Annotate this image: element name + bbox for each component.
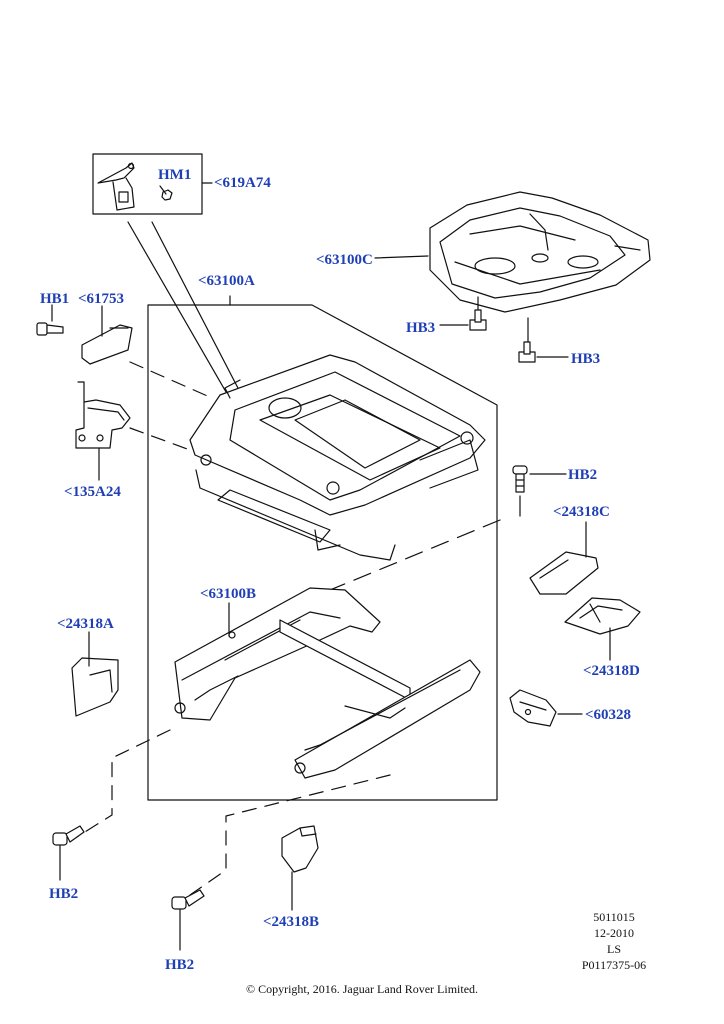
meta-code: 5011015 bbox=[593, 910, 635, 924]
meta-date: 12-2010 bbox=[594, 926, 634, 940]
hb3-bolt-top bbox=[469, 309, 487, 331]
copyright-notice: © Copyright, 2016. Jaguar Land Rover Lim… bbox=[245, 982, 479, 996]
assembly-frame bbox=[147, 304, 498, 801]
callout-hb2-bottom-left[interactable]: HB2 bbox=[49, 886, 79, 902]
callout-61753[interactable]: <61753 bbox=[78, 291, 125, 307]
trim-61753 bbox=[81, 324, 133, 365]
hb2-bolt-right bbox=[512, 465, 528, 493]
callout-hb1[interactable]: HB1 bbox=[40, 291, 70, 307]
callout-hb3-right[interactable]: HB3 bbox=[571, 351, 601, 367]
hb1-bolt bbox=[36, 322, 64, 336]
callout-135a24[interactable]: <135A24 bbox=[64, 484, 121, 500]
meta-illustration-id: P0117375-06 bbox=[581, 958, 647, 972]
callout-24318d[interactable]: <24318D bbox=[583, 663, 640, 679]
callout-24318b[interactable]: <24318B bbox=[263, 914, 320, 930]
cushion-pan-part bbox=[429, 191, 651, 313]
hb3-bolt-right bbox=[518, 341, 536, 363]
seat-frame-part bbox=[189, 354, 486, 561]
lower-frame-part bbox=[174, 587, 481, 779]
hb2-bolt-bottom-mid bbox=[171, 889, 205, 910]
cover-24318c bbox=[529, 551, 599, 595]
callout-24318a[interactable]: <24318A bbox=[57, 616, 114, 632]
callout-hb2-right[interactable]: HB2 bbox=[568, 467, 598, 483]
callout-60328[interactable]: <60328 bbox=[585, 707, 632, 723]
callout-hm1[interactable]: HM1 bbox=[158, 167, 192, 183]
callout-hb3-top[interactable]: HB3 bbox=[406, 320, 436, 336]
callout-hb2-bottom-mid[interactable]: HB2 bbox=[165, 957, 195, 973]
callout-63100b[interactable]: <63100B bbox=[200, 586, 257, 602]
callout-63100a[interactable]: <63100A bbox=[198, 273, 255, 289]
bracket-135a24 bbox=[75, 381, 131, 449]
meta-model: LS bbox=[606, 942, 621, 956]
cover-24318b bbox=[281, 825, 319, 873]
callout-619a74[interactable]: <619A74 bbox=[214, 175, 271, 191]
cover-24318d bbox=[564, 597, 641, 635]
diagram-meta-block: 5011015 12-2010 LS P0117375-06 bbox=[572, 909, 656, 973]
callout-24318c[interactable]: <24318C bbox=[553, 504, 610, 520]
inset-box bbox=[92, 153, 213, 215]
hb2-bolt-bottom-left bbox=[52, 825, 85, 846]
trim-24318a bbox=[71, 657, 119, 717]
callout-63100c[interactable]: <63100C bbox=[316, 252, 373, 268]
clip-60328 bbox=[509, 689, 557, 727]
